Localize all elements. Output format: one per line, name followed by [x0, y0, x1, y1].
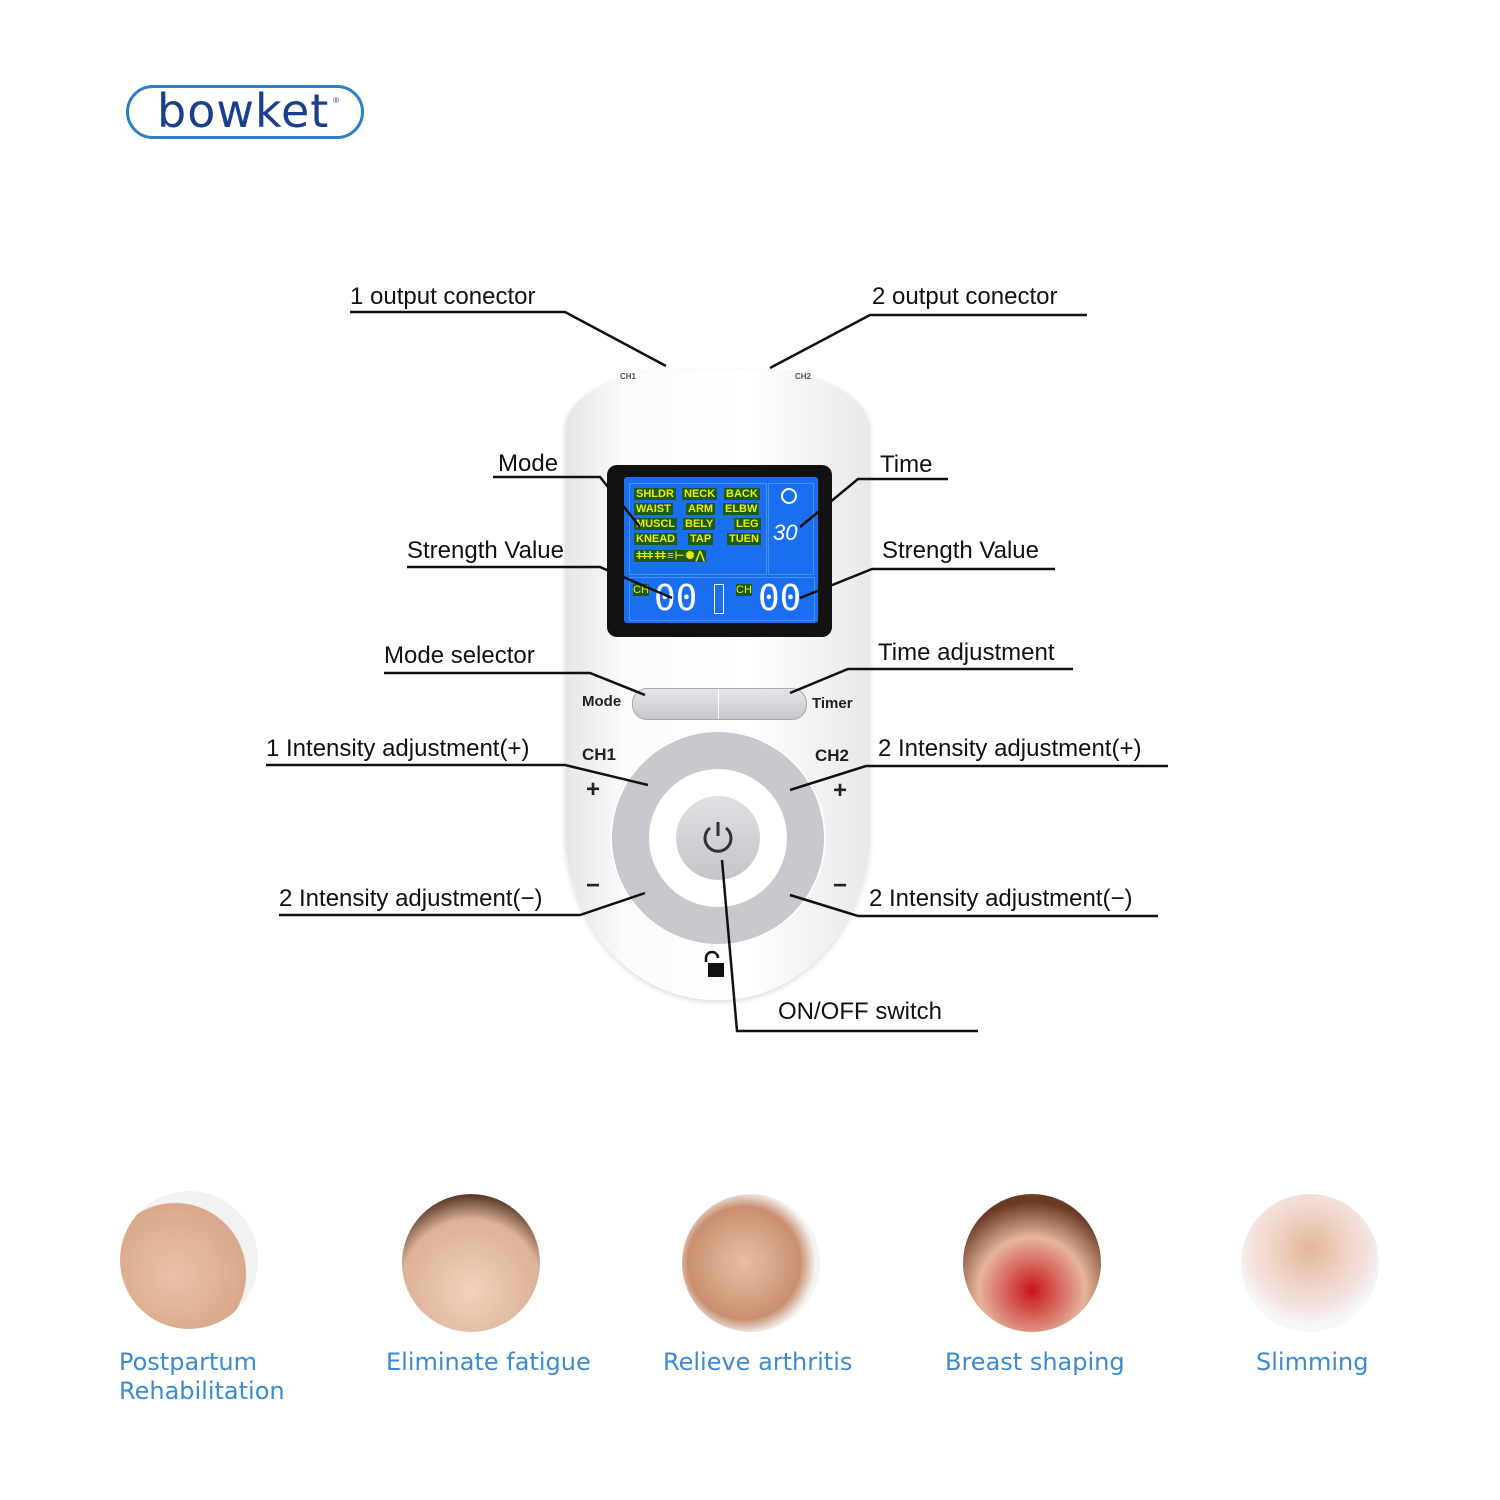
- bowket-logo: bowket®: [126, 84, 364, 139]
- callout-intensity1-plus: 1 Intensity adjustment(+): [266, 735, 530, 762]
- mode-button-label: Mode: [582, 693, 622, 710]
- time-value: 30: [773, 520, 798, 545]
- mode-neck: NECK: [682, 488, 718, 500]
- mode-back: BACK: [724, 488, 760, 500]
- mode-elbw: ELBW: [723, 503, 760, 515]
- ch1-strength-value: 00: [654, 578, 698, 619]
- caption-postpartum: Postpartum Rehabilitation: [119, 1348, 285, 1405]
- mode-arm: ARM: [686, 503, 716, 515]
- ch2-minus-icon: −: [833, 872, 848, 899]
- ch2-tag: CH: [736, 584, 752, 596]
- callout-intensity2-plus: 2 Intensity adjustment(+): [878, 735, 1142, 762]
- mode-knead: KNEAD: [634, 533, 678, 545]
- callout-intensity-minus-right: 2 Intensity adjustment(−): [869, 885, 1133, 912]
- callout-mode: Mode: [498, 450, 559, 477]
- mode-bely: BELY: [683, 518, 716, 530]
- lcd-screen: SHLDR NECK BACK WAIST ARM ELBW MUSCL BEL…: [607, 465, 832, 637]
- callout-onoff: ON/OFF switch: [778, 998, 943, 1025]
- mode-tap: TAP: [688, 533, 714, 545]
- mode-grid: SHLDR NECK BACK WAIST ARM ELBW MUSCL BEL…: [629, 483, 767, 575]
- callout-time-adjustment: Time adjustment: [878, 639, 1055, 666]
- callout-mode-selector: Mode selector: [384, 642, 535, 669]
- waveform-icons: ǂǂǂ ǂǂ ≡ ⊢ ✺ ⋀: [634, 550, 706, 562]
- postpartum-image: [120, 1191, 258, 1329]
- power-icon: [703, 822, 733, 853]
- ch2-plus-icon: +: [833, 777, 848, 804]
- caption-arthritis: Relieve arthritis: [663, 1348, 853, 1376]
- clock-icon: [781, 488, 797, 504]
- connector-ch1-label: CH1: [620, 372, 637, 381]
- ch1-plus-icon: +: [586, 776, 601, 803]
- mode-timer-buttons: [632, 688, 807, 720]
- battery-icon: [714, 584, 724, 614]
- callout-strength-right: Strength Value: [882, 537, 1039, 564]
- slimming-image: [1241, 1194, 1379, 1332]
- unlock-icon: [704, 950, 724, 977]
- caption-breast-shaping: Breast shaping: [945, 1348, 1125, 1376]
- callout-output1: 1 output conector: [350, 283, 536, 310]
- timer-panel: 30: [768, 483, 814, 575]
- ch1-label: CH1: [582, 745, 617, 764]
- caption-slimming: Slimming: [1256, 1348, 1369, 1376]
- mode-leg: LEG: [734, 518, 761, 530]
- power-button[interactable]: [674, 794, 762, 882]
- mode-tuen: TUEN: [727, 533, 761, 545]
- ch2-strength-value: 00: [758, 578, 802, 619]
- mode-waist: WAIST: [634, 503, 673, 515]
- fatigue-image: [402, 1194, 540, 1332]
- arthritis-image: [682, 1194, 820, 1332]
- ch1-minus-icon: −: [586, 872, 601, 899]
- connector-ch2-label: CH2: [795, 372, 812, 381]
- timer-button-label: Timer: [812, 695, 853, 712]
- ch2-label: CH2: [815, 746, 850, 765]
- callout-strength-left: Strength Value: [407, 537, 564, 564]
- callout-output2: 2 output conector: [872, 283, 1058, 310]
- callout-time: Time: [880, 451, 933, 478]
- mode-shldr: SHLDR: [634, 488, 676, 500]
- caption-fatigue: Eliminate fatigue: [386, 1348, 591, 1376]
- callout-intensity-minus-left: 2 Intensity adjustment(−): [279, 885, 543, 912]
- mode-muscl: MUSCL: [634, 518, 678, 530]
- logo-text: bowket: [157, 84, 330, 138]
- breast-shaping-image: [963, 1194, 1101, 1332]
